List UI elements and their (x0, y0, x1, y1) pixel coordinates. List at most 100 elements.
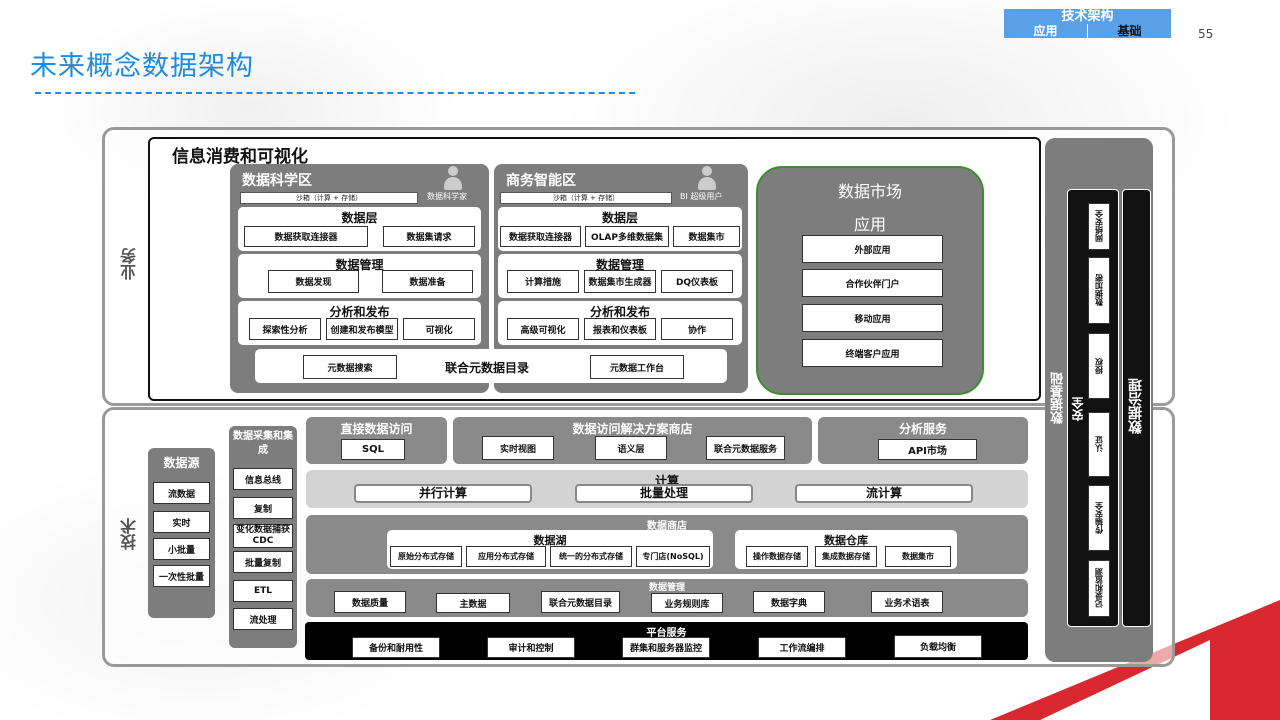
data-lake-title: 数据湖 (533, 534, 567, 547)
audit-box[interactable]: 审计和控制 (487, 637, 575, 658)
nosql-store-box[interactable]: 专门店(NoSQL) (636, 546, 710, 567)
data-warehouse-title: 数据仓库 (824, 534, 868, 547)
metadata-search-box[interactable]: 元数据搜索 (303, 355, 397, 379)
data-mgmt-title: 数据管理 (648, 583, 685, 593)
data-encryption-box[interactable]: 数据加密 (1088, 257, 1110, 324)
cluster-monitor-box[interactable]: 群集和服务器监控 (622, 637, 710, 658)
warehouse-mart-box[interactable]: 数据集市 (885, 546, 951, 567)
bi-user-label: BI 超级用户 (680, 192, 723, 201)
data-store-title: 数据商店 (647, 521, 687, 532)
bi-analysis-title: 分析和发布 (589, 305, 650, 319)
partner-portal-box[interactable]: 合作伙伴门户 (802, 269, 943, 297)
bi-collab-box[interactable]: 协作 (661, 318, 733, 340)
ods-box[interactable]: 操作数据存储 (746, 546, 808, 567)
app-storage-box[interactable]: 应用分布式存储 (466, 546, 546, 567)
ds-data-layer-title: 数据层 (341, 211, 378, 225)
ds-dataset-request-box[interactable]: 数据集请求 (383, 226, 475, 247)
external-app-box[interactable]: 外部应用 (802, 235, 943, 263)
bi-mart-gen-box[interactable]: 数据集市生成器 (584, 270, 656, 293)
data-infrastructure-label: 数据基础 (1051, 372, 1066, 424)
source-realtime-box[interactable]: 实时 (153, 511, 210, 533)
workflow-box[interactable]: 工作流编排 (758, 637, 846, 658)
mobile-app-box[interactable]: 移动应用 (802, 304, 943, 332)
tech-label: 技术 (120, 518, 139, 550)
transport-security-box[interactable]: 传输安全 (1088, 485, 1110, 551)
etl-box[interactable]: ETL (233, 580, 293, 602)
federated-catalog-box[interactable]: 联合元数据目录 (541, 591, 620, 613)
integrated-store-box[interactable]: 集成数据存储 (815, 546, 877, 567)
data-science-title: 数据科学区 (242, 173, 312, 189)
tab-tech-arch[interactable]: 技术架构 (1004, 9, 1171, 24)
backup-box[interactable]: 备份和耐用性 (352, 637, 440, 658)
cdc-box[interactable]: 变化数据捕获CDC (233, 524, 293, 548)
source-microbatch-box[interactable]: 小批量 (153, 538, 210, 560)
authentication-box[interactable]: 认证 (1088, 412, 1110, 477)
source-onetime-box[interactable]: 一次性批量 (153, 565, 210, 587)
load-balancer-box[interactable]: 负载均衡 (894, 635, 982, 658)
federated-catalog-label: 联合元数据目录 (445, 361, 530, 375)
semantic-layer-box[interactable]: 语义层 (595, 436, 667, 460)
platform-services-title: 平台服务 (646, 628, 687, 639)
ds-analysis-title: 分析和发布 (329, 305, 390, 319)
security-column (1067, 189, 1119, 627)
market-app-title: 应用 (853, 215, 886, 234)
bi-dq-box[interactable]: DQ仪表板 (661, 270, 733, 293)
bi-adv-visual-box[interactable]: 高级可视化 (507, 318, 579, 340)
data-scientist-icon (444, 166, 462, 190)
ds-visual-box[interactable]: 可视化 (403, 318, 475, 340)
data-source-title: 数据源 (163, 456, 200, 470)
data-quality-box[interactable]: 数据质量 (334, 591, 406, 613)
page-title: 未来概念数据架构 (30, 51, 254, 82)
bi-sandbox: 沙箱（计算 + 存储） (500, 192, 672, 204)
ds-connector-box[interactable]: 数据获取连接器 (244, 226, 368, 247)
data-dictionary-box[interactable]: 数据字典 (753, 591, 825, 613)
authorization-box[interactable]: 授权 (1088, 333, 1110, 399)
bi-measures-box[interactable]: 计算措施 (507, 270, 579, 293)
logging-monitoring-box[interactable]: 记录和监测 (1088, 560, 1110, 617)
direct-access-title: 直接数据访问 (340, 422, 413, 436)
network-security-box[interactable]: 网络安全 (1088, 203, 1110, 250)
business-rules-box[interactable]: 业务规则库 (651, 593, 723, 613)
consume-title: 信息消费和可视化 (172, 147, 308, 167)
info-bus-box[interactable]: 信息总线 (233, 468, 293, 490)
unified-storage-box[interactable]: 统一的分布式存储 (550, 546, 632, 567)
bi-olap-box[interactable]: OLAP多维数据集 (585, 226, 669, 247)
business-label: 业务 (120, 248, 139, 280)
ds-model-box[interactable]: 创建和发布模型 (326, 318, 398, 340)
ds-prep-box[interactable]: 数据准备 (382, 270, 473, 293)
bi-title: 商务智能区 (506, 173, 576, 189)
raw-storage-box[interactable]: 原始分布式存储 (390, 546, 462, 567)
analytics-services-title: 分析服务 (898, 422, 947, 436)
solutions-store-title: 数据访问解决方案商店 (572, 422, 693, 436)
ds-sandbox: 沙箱（计算 + 存储） (240, 192, 418, 204)
realtime-view-box[interactable]: 实时视图 (482, 436, 554, 460)
title-divider (35, 92, 635, 94)
security-label: 安全 (1071, 397, 1085, 421)
data-scientist-label: 数据科学家 (427, 192, 467, 201)
section-tab-strip: 技术架构 应用 基础 (1004, 9, 1171, 38)
source-stream-box[interactable]: 流数据 (153, 482, 210, 504)
stream-processing-box[interactable]: 流处理 (233, 608, 293, 630)
end-customer-app-box[interactable]: 终端客户应用 (802, 339, 943, 367)
bi-user-icon (698, 166, 716, 190)
batch-processing-box[interactable]: 批量处理 (575, 484, 753, 503)
ds-explore-box[interactable]: 探索性分析 (249, 318, 321, 340)
master-data-box[interactable]: 主数据 (436, 593, 510, 613)
bi-connector-box[interactable]: 数据获取连接器 (500, 226, 581, 247)
parallel-compute-box[interactable]: 并行计算 (354, 484, 532, 503)
business-glossary-box[interactable]: 业务术语表 (871, 591, 943, 613)
api-market-box[interactable]: API市场 (878, 439, 977, 460)
metadata-workbench-box[interactable]: 元数据工作台 (590, 355, 684, 379)
tab-application[interactable]: 应用 (1004, 24, 1088, 38)
bi-report-box[interactable]: 报表和仪表板 (584, 318, 656, 340)
federated-metadata-service-box[interactable]: 联合元数据服务 (706, 436, 785, 460)
batch-replication-box[interactable]: 批量复制 (233, 551, 293, 573)
bi-data-mgmt-title: 数据管理 (595, 258, 644, 272)
governance-column (1122, 189, 1151, 627)
replication-box[interactable]: 复制 (233, 497, 293, 519)
ds-discovery-box[interactable]: 数据发现 (268, 270, 359, 293)
tab-foundation[interactable]: 基础 (1088, 24, 1171, 38)
stream-compute-box[interactable]: 流计算 (795, 484, 973, 503)
bi-mart-box[interactable]: 数据集市 (673, 226, 740, 247)
sql-box[interactable]: SQL (341, 439, 405, 460)
